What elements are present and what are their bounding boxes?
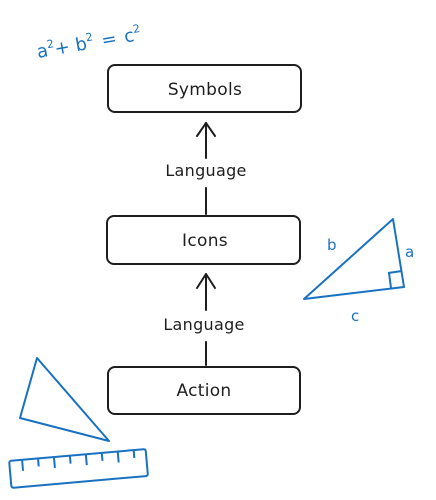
triangle-label-a: a — [405, 243, 414, 261]
upper-edge-label: Language — [165, 161, 246, 180]
lower-edge-label: Language — [163, 315, 244, 334]
lower-arrow-head — [196, 273, 216, 289]
symbols-label: Symbols — [168, 80, 242, 100]
formula-c: c — [123, 25, 136, 47]
icons-label: Icons — [182, 231, 228, 251]
action-box — [107, 366, 301, 415]
symbols-box — [107, 64, 302, 113]
formula: a2+b2=c2 — [35, 22, 143, 63]
formula-b: b — [74, 33, 89, 56]
formula-c-exponent: 2 — [132, 22, 141, 36]
right-triangle-icon — [303, 218, 405, 300]
action-label: Action — [176, 381, 231, 401]
triangle-label-c: c — [351, 307, 359, 325]
icons-box — [106, 215, 301, 265]
set-square-icon — [19, 357, 110, 442]
formula-a-exponent: 2 — [46, 37, 55, 51]
upper-arrow-head — [196, 122, 216, 137]
formula-b-exponent: 2 — [85, 30, 94, 44]
formula-equals: = — [100, 28, 119, 51]
triangle-label-b: b — [327, 236, 337, 254]
formula-plus: + — [53, 36, 72, 59]
ruler-icon — [8, 448, 149, 489]
formula-a: a — [35, 40, 50, 63]
